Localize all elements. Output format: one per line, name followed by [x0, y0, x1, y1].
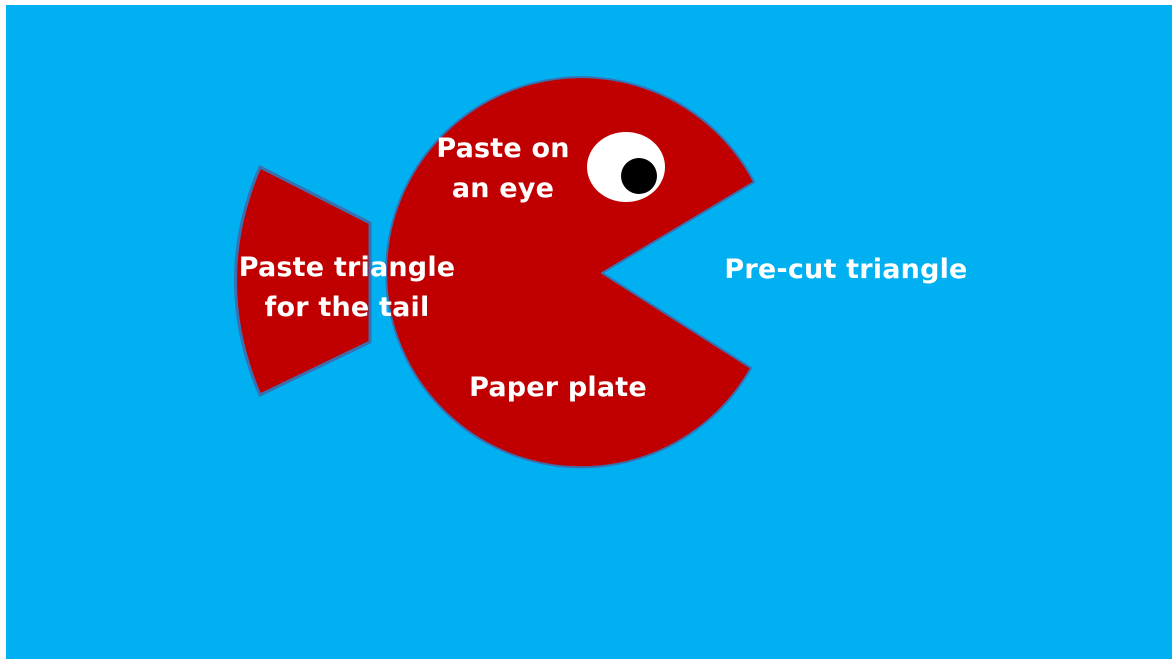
label-paste-tail-line-2: for the tail	[217, 288, 477, 328]
label-paste-eye: Paste on an eye	[403, 129, 603, 209]
label-paper-plate: Paper plate	[443, 368, 673, 408]
label-paste-tail-line-1: Paste triangle	[217, 248, 477, 288]
fish-diagram	[6, 5, 1172, 659]
label-paste-tail: Paste triangle for the tail	[217, 248, 477, 328]
eye-pupil	[621, 158, 657, 194]
diagram-canvas: Paste on an eye Paste triangle for the t…	[6, 5, 1172, 659]
label-paste-eye-line-2: an eye	[403, 169, 603, 209]
label-paste-eye-line-1: Paste on	[403, 129, 603, 169]
label-pre-cut-triangle: Pre-cut triangle	[706, 250, 986, 290]
